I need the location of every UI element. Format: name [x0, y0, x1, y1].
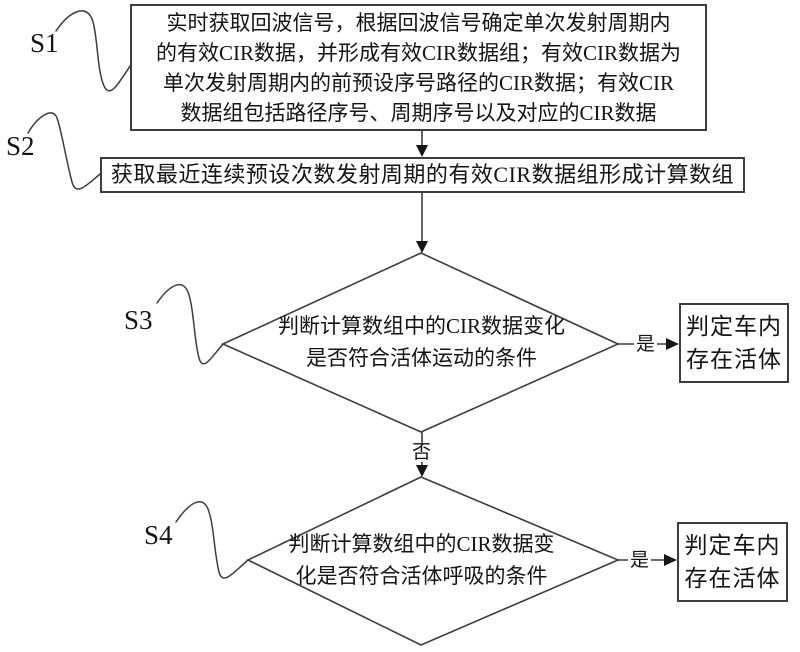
leader-squiggle-s2 [27, 112, 101, 190]
process-s2-text: 获取最近连续预设次数发射周期的有效CIR数据组形成计算数组 [110, 162, 735, 187]
arrowhead-s2-s3 [416, 241, 428, 253]
decision-s4-text-line2: 化是否符合活体呼吸的条件 [295, 564, 548, 588]
decision-s3-text-line2: 是否符合活体运动的条件 [306, 346, 537, 370]
process-s1-text-line3: 单次发射周期内的前预设序号路径的CIR数据；有效CIR [162, 70, 674, 95]
leader-squiggle-s1 [55, 10, 131, 92]
arrowhead-s4-yes [664, 554, 677, 566]
result-box-s4: 判定车内 存在活体 [677, 522, 788, 602]
result-box-s3: 判定车内 存在活体 [679, 303, 789, 383]
step-label-s2: S2 [6, 131, 35, 161]
step-label-s3: S3 [124, 305, 153, 335]
process-s1-text-line1: 实时获取回波信号，根据回波信号确定单次发射周期内 [166, 10, 671, 35]
arrowhead-s3-yes [666, 338, 679, 350]
step-label-s4: S4 [144, 520, 173, 550]
process-box-s2: 获取最近连续预设次数发射周期的有效CIR数据组形成计算数组 [100, 157, 745, 193]
edge-label-yes-s4: 是 [628, 550, 652, 571]
decision-s4-text: 判断计算数组中的CIR数据变 化是否符合活体呼吸的条件 [246, 527, 597, 593]
edge-label-yes-s3: 是 [634, 334, 658, 355]
decision-diamond-s3 [221, 252, 620, 433]
result-s3-line1: 判定车内 [686, 314, 782, 339]
result-s3-line2: 存在活体 [686, 347, 782, 372]
edge-label-no-s3: 否 [410, 442, 434, 463]
leader-squiggle-s3 [156, 283, 224, 365]
process-s1-text-line2: 的有效CIR数据，并形成有效CIR数据组；有效CIR数据为 [155, 40, 682, 65]
leader-squiggle-s4 [175, 501, 249, 579]
decision-diamond-s4 [246, 476, 621, 646]
arrowhead-s1-s2 [416, 145, 428, 157]
result-s4-line2: 存在活体 [684, 566, 781, 591]
decision-s3-text: 判断计算数组中的CIR数据变化 是否符合活体运动的条件 [246, 309, 597, 375]
arrowhead-s3-no [416, 465, 428, 477]
process-box-s1: 实时获取回波信号，根据回波信号确定单次发射周期内 的有效CIR数据，并形成有效C… [130, 4, 707, 131]
process-s1-text-line4: 数据组包括路径序号、周期序号以及对应的CIR数据 [180, 100, 657, 125]
result-s4-line1: 判定车内 [684, 533, 781, 558]
decision-s4-text-line1: 判断计算数组中的CIR数据变 [288, 532, 555, 556]
decision-s3-text-line1: 判断计算数组中的CIR数据变化 [277, 314, 565, 338]
step-label-s1: S1 [30, 28, 59, 58]
